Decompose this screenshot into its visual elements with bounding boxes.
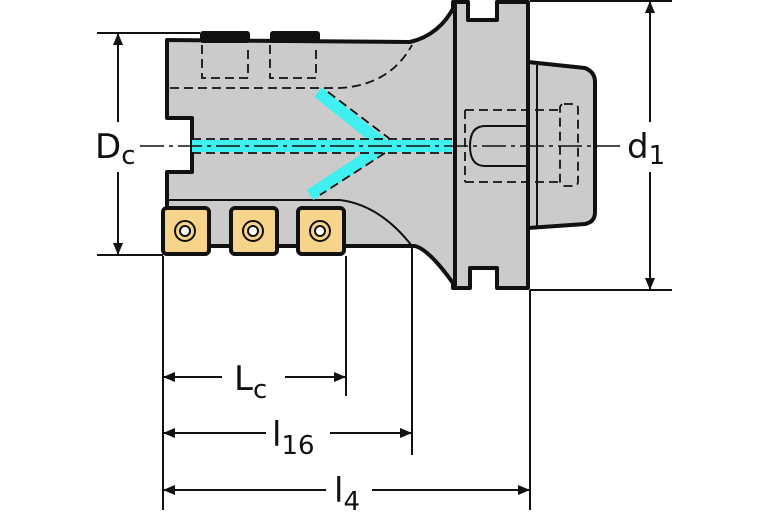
hidden-pocket-1 [201, 45, 249, 79]
insert-1 [161, 206, 211, 256]
hidden-contour [170, 44, 413, 89]
flange [451, 0, 530, 290]
label-l4: l4 [334, 471, 360, 517]
label-l16: l16 [272, 415, 315, 461]
body-contour-line [339, 199, 413, 247]
shank-adapter [526, 60, 597, 230]
insert-3 [296, 206, 346, 256]
insert-top-1 [200, 31, 250, 43]
insert-top-2 [270, 31, 320, 43]
hidden-pocket-2 [269, 45, 317, 79]
label-d1: d1 [627, 127, 665, 171]
hidden-screw [559, 103, 579, 187]
insert-2 [229, 206, 279, 256]
label-lc: Lc [234, 359, 267, 405]
drive-slot [468, 125, 528, 167]
label-dc: Dc [95, 127, 135, 171]
